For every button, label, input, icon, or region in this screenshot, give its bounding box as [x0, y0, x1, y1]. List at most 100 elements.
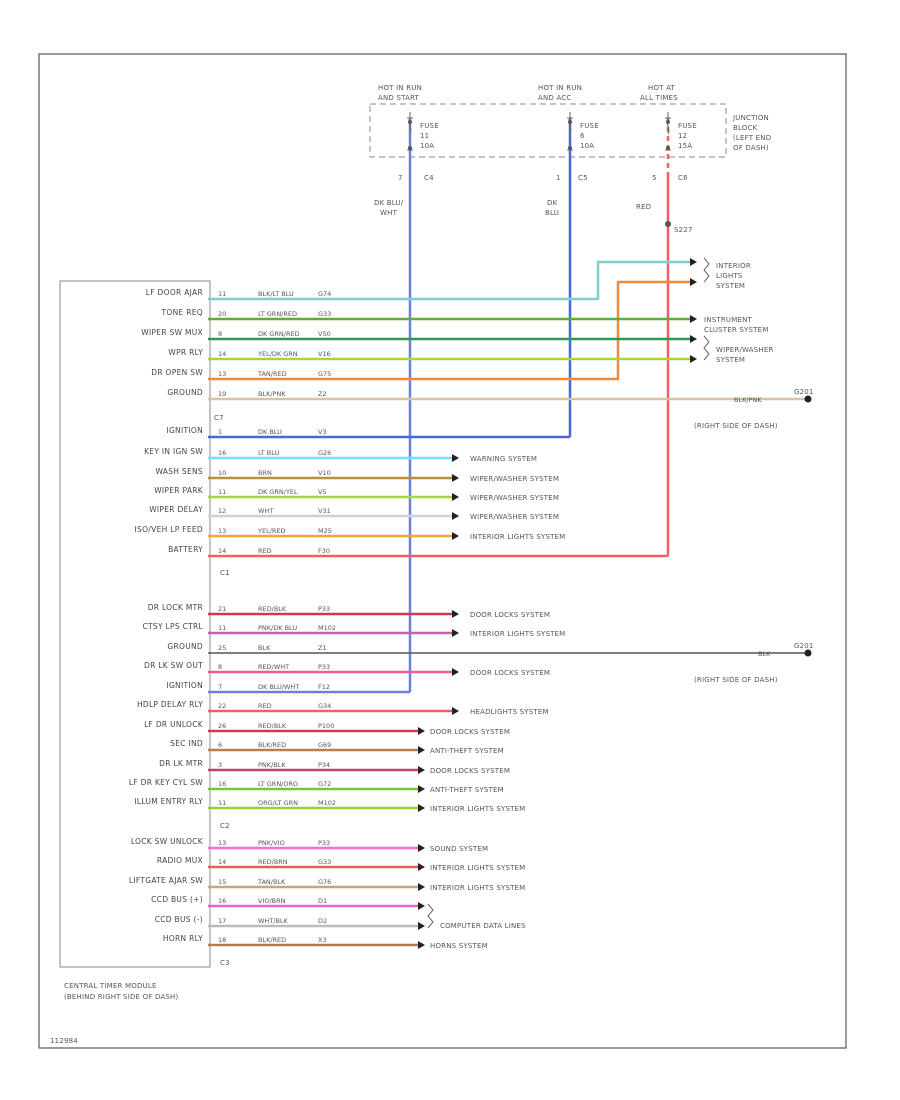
circuit-label: G33: [318, 858, 331, 866]
pin-label: DR LK MTR: [159, 759, 203, 768]
wire-color-label: RED/BLK: [258, 605, 287, 613]
pin-number: 11: [218, 624, 226, 632]
pin-number: 14: [218, 350, 226, 358]
pin-number: 11: [218, 799, 226, 807]
fuse2-connector: C5: [578, 174, 588, 182]
pin-number: 15: [218, 878, 226, 886]
junction-block-line3: (LEFT END: [733, 134, 771, 142]
pin-label: TONE REQ: [161, 308, 203, 317]
fuse1-hot-line1: HOT IN RUN: [378, 84, 422, 92]
fuse1-label: FUSE: [420, 122, 439, 130]
connector-c2: C2: [220, 822, 230, 830]
circuit-label: Z2: [318, 390, 327, 398]
fuse2-amps: 10A: [580, 142, 594, 150]
pin-label: WASH SENS: [156, 467, 204, 476]
destination-label: DOOR LOCKS SYSTEM: [470, 611, 550, 619]
fuse2-wire-line2: BLU: [545, 209, 559, 217]
wire-color-label: YEL/RED: [257, 527, 286, 535]
destination-label: WIPER/WASHER SYSTEM: [470, 513, 559, 521]
circuit-label: D2: [318, 917, 327, 925]
circuit-label: P33: [318, 663, 330, 671]
fuse3-hot-line1: HOT AT: [648, 84, 676, 92]
circuit-label: P100: [318, 722, 334, 730]
pin-number: 1: [218, 428, 222, 436]
fuse2-wire-line1: DK: [547, 199, 558, 207]
fuse-symbols: [407, 112, 671, 151]
fuse2-label: FUSE: [580, 122, 599, 130]
pin-number: 11: [218, 290, 226, 298]
wire-color-label: BLK/RED: [258, 741, 286, 749]
module-caption-line1: CENTRAL TIMER MODULE: [64, 982, 157, 990]
destination-label: INTERIOR LIGHTS SYSTEM: [430, 884, 525, 892]
wire-color-label: ORG/LT GRN: [258, 799, 298, 807]
pin-label: LF DOOR AJAR: [146, 288, 203, 297]
wire-color-label: RED: [258, 547, 272, 555]
dest-interior-lights-2: LIGHTS: [716, 272, 743, 280]
destination-label: INTERIOR LIGHTS SYSTEM: [470, 630, 565, 638]
fuse1-connector: C4: [424, 174, 434, 182]
ground-symbol-1: [804, 395, 812, 403]
fuse3-amps: 15A: [678, 142, 692, 150]
pin-number: 20: [218, 310, 226, 318]
pin-label: KEY IN IGN SW: [144, 447, 203, 456]
wire-color-label: WHT/BLK: [258, 917, 289, 925]
wire-lt-blu-blk: [208, 260, 690, 301]
fuse2-hot-line2: AND ACC: [538, 94, 571, 102]
fuse3-pin: 5: [652, 174, 657, 182]
fuse3-connector: C6: [678, 174, 688, 182]
destination-label: WIPER/WASHER SYSTEM: [470, 475, 559, 483]
pin-label: CCD BUS (+): [151, 895, 203, 904]
circuit-label: F12: [318, 683, 330, 691]
fuse2-number: 6: [580, 132, 585, 140]
fuse1-pin: 7: [398, 174, 403, 182]
wire-tan-red: [208, 280, 690, 381]
wire-color-label: DK BLU/WHT: [258, 683, 299, 691]
ground1-id: G201: [794, 388, 814, 396]
circuit-label: G72: [318, 780, 331, 788]
junction-block-outline: [369, 103, 727, 158]
pin-number: 14: [218, 547, 226, 555]
pin-label: GROUND: [167, 388, 203, 397]
wire-color-label: LT GRN/ORG: [258, 780, 298, 788]
wire-color-label: DK GRN/RED: [258, 330, 300, 338]
pin-number: 8: [218, 330, 222, 338]
fuse3-number: 12: [678, 132, 687, 140]
wire-color-label: TAN/BLK: [257, 878, 286, 886]
pin-label: SEC IND: [170, 739, 203, 748]
destination-label: ANTI-THEFT SYSTEM: [430, 747, 504, 755]
fuse2-hot-line1: HOT IN RUN: [538, 84, 582, 92]
wire-color-label: LT BLU: [258, 449, 280, 457]
pin-label: RADIO MUX: [157, 856, 203, 865]
pin-number: 8: [218, 663, 222, 671]
wire-color-label: BLK: [258, 644, 271, 652]
wire-color-label: PNK/VIO: [258, 839, 285, 847]
pin-label: BATTERY: [168, 545, 203, 554]
arrowheads: [418, 258, 697, 949]
circuit-label: Z1: [318, 644, 327, 652]
wire-color-label: PNK/BLK: [258, 761, 286, 769]
dest-instrument-1: INSTRUMENT: [704, 316, 753, 324]
circuit-label: M102: [318, 624, 336, 632]
pin-number: 16: [218, 449, 226, 457]
pin-label: ILLUM ENTRY RLY: [134, 797, 203, 806]
pin-label: LOCK SW UNLOCK: [131, 837, 204, 846]
circuit-label: P33: [318, 605, 330, 613]
circuit-label: M25: [318, 527, 332, 535]
pin-number: 18: [218, 936, 226, 944]
wire-color-label: BLK/PNK: [258, 390, 286, 398]
fuse1-wire-line2: WHT: [380, 209, 398, 217]
pin-label: GROUND: [167, 642, 203, 651]
dest-computer-data: COMPUTER DATA LINES: [440, 922, 526, 930]
pin-number: 22: [218, 702, 226, 710]
destination-label: WARNING SYSTEM: [470, 455, 537, 463]
wire-color-label: BLK/RED: [258, 936, 286, 944]
pin-label: WPR RLY: [168, 348, 203, 357]
destination-label: DOOR LOCKS SYSTEM: [470, 669, 550, 677]
wire-color-label: DK BLU: [258, 428, 282, 436]
junction-block-line4: OF DASH): [733, 144, 769, 152]
splice-dot: [665, 221, 671, 227]
destination-label: HEADLIGHTS SYSTEM: [470, 708, 549, 716]
pin-number: 6: [218, 741, 222, 749]
footer-code: 112984: [50, 1037, 78, 1045]
